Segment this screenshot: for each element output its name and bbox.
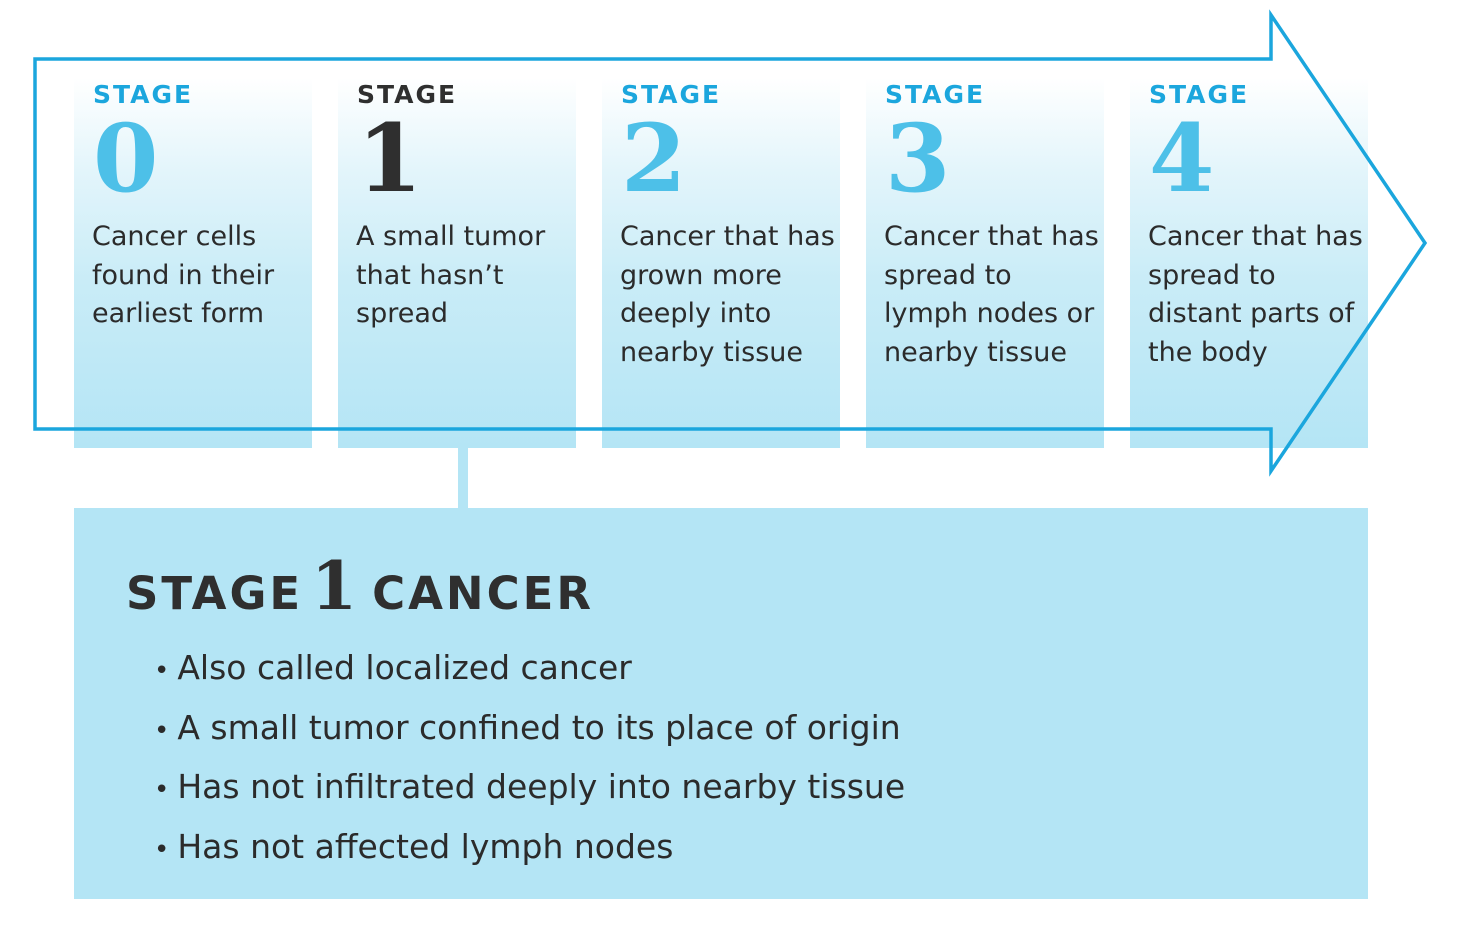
- connector-line: [458, 448, 468, 508]
- bullet-item: •A small tumor confined to its place of …: [154, 700, 905, 760]
- stage-description: Cancer that has spread to lymph nodes or…: [884, 221, 1099, 368]
- stage-label: STAGE: [621, 80, 722, 109]
- detail-title: STAGE 1 CANCER: [126, 547, 594, 625]
- stage-description: Cancer that has grown more deeply into n…: [620, 221, 835, 368]
- stage-description: Cancer that has spread to distant parts …: [1148, 221, 1363, 368]
- detail-title-number: 1: [311, 547, 361, 625]
- stage-card-0: STAGE 0 Cancer cells found in their earl…: [74, 78, 312, 448]
- stage-number: 3: [885, 104, 951, 214]
- stage-detail-panel: STAGE 1 CANCER •Also called localized ca…: [74, 508, 1368, 899]
- bullet-text: Has not affected lymph nodes: [177, 826, 674, 866]
- stage-card-3: STAGE 3 Cancer that has spread to lymph …: [866, 78, 1104, 448]
- bullet-text: Also called localized cancer: [177, 648, 632, 687]
- bullet-text: Has not infiltrated deeply into nearby t…: [177, 767, 906, 806]
- stage-description: Cancer cells found in their earliest for…: [92, 221, 275, 329]
- stage-number: 4: [1149, 104, 1215, 214]
- bullet-item: •Has not infiltrated deeply into nearby …: [154, 759, 905, 819]
- bullet-text: A small tumor confined to its place of o…: [177, 707, 901, 747]
- bullet-icon: •: [154, 656, 170, 686]
- detail-bullet-list: •Also called localized cancer •A small t…: [154, 640, 905, 878]
- stage-label: STAGE: [93, 80, 194, 109]
- bullet-icon: •: [154, 834, 170, 865]
- bullet-item: •Has not affected lymph nodes: [154, 819, 905, 879]
- bullet-icon: •: [154, 775, 170, 805]
- detail-title-suffix: CANCER: [372, 567, 594, 620]
- stage-label: STAGE: [885, 80, 986, 109]
- stage-number: 0: [93, 104, 159, 214]
- stage-label: STAGE: [357, 80, 458, 109]
- stage-description: A small tumor that hasn’t spread: [356, 221, 546, 329]
- stage-label: STAGE: [1149, 80, 1250, 109]
- stage-number: 1: [357, 104, 423, 214]
- detail-title-prefix: STAGE: [126, 567, 304, 620]
- bullet-icon: •: [154, 715, 170, 746]
- stage-card-1: STAGE 1 A small tumor that hasn’t spread: [338, 78, 576, 448]
- stage-number: 2: [621, 104, 687, 214]
- stage-card-2: STAGE 2 Cancer that has grown more deepl…: [602, 78, 840, 448]
- bullet-item: •Also called localized cancer: [154, 640, 905, 700]
